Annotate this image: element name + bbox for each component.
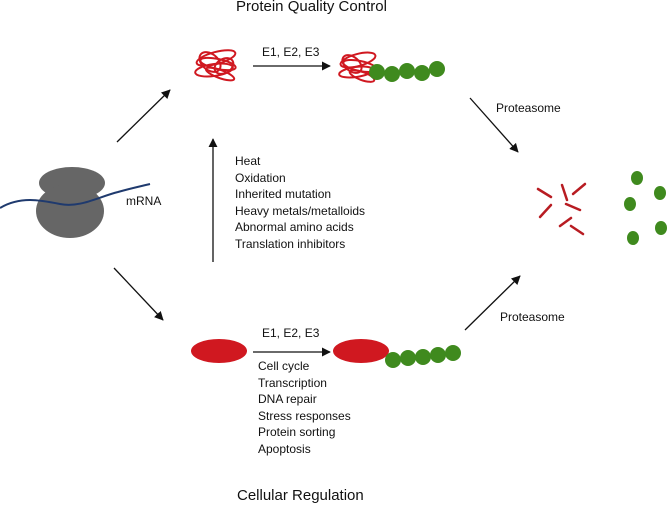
peptide-fragments — [536, 182, 587, 236]
stress-factor-item: Heat — [235, 154, 261, 168]
regulation-process-item: Stress responses — [258, 408, 351, 423]
regulation-process-item: Apoptosis — [258, 441, 311, 456]
regulation-process-item: Transcription — [258, 375, 327, 390]
stress-factor-item: Heavy metals/metalloids — [235, 203, 366, 218]
bottom-title: Cellular Regulation — [237, 487, 364, 504]
top-title: Protein Quality Control — [236, 0, 387, 15]
regulation-process-item: Cell cycle — [258, 359, 310, 373]
ubiquitin-chain-bottom — [385, 345, 461, 368]
stress-factor-item: Abnormal amino acids — [235, 220, 354, 235]
arrow-ribosome-to-native — [113, 267, 164, 321]
enzymes-label-top: E1, E2, E3 — [262, 45, 320, 59]
mrna-label: mRNA — [126, 194, 162, 208]
ubiquitinated-misfolded-protein — [338, 51, 445, 83]
stress-factor-item: Translation inhibitors — [235, 236, 346, 251]
native-protein — [191, 339, 247, 363]
proteasome-label-top: Proteasome — [496, 101, 561, 115]
misfolded-protein — [194, 49, 237, 82]
regulation-process-item: DNA repair — [258, 392, 317, 407]
arrow-ribosome-to-misfolded — [116, 89, 171, 143]
stress-factor-item: Oxidation — [235, 170, 286, 185]
regulation-process-list: Cell cycle Transcription DNA repair Stre… — [258, 358, 351, 458]
free-ubiquitin — [624, 171, 667, 245]
stress-factor-list: Heat Oxidation Inherited mutation Heavy … — [235, 153, 365, 253]
enzymes-label-bottom: E1, E2, E3 — [262, 326, 320, 340]
regulation-process-item: Protein sorting — [258, 425, 336, 440]
mrna-strand — [0, 183, 151, 209]
ubiquitin-chain-top — [369, 61, 445, 82]
arrow-to-proteasome-bottom — [464, 275, 521, 331]
ribosome — [36, 167, 105, 238]
ubiquitinated-native-protein — [333, 339, 461, 368]
proteasome-label-bottom: Proteasome — [500, 310, 565, 324]
stress-factor-item: Inherited mutation — [235, 187, 332, 202]
arrow-to-proteasome-top — [469, 97, 519, 153]
